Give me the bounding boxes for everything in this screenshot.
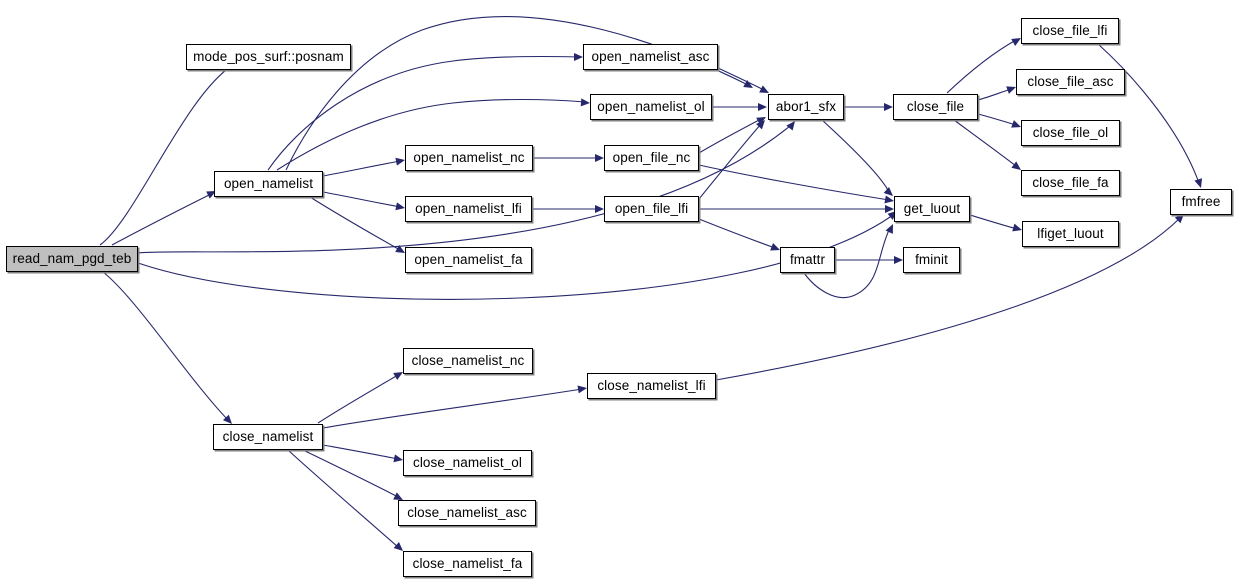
node-label: close_file: [906, 98, 965, 114]
node-label: open_namelist_fa: [414, 251, 523, 267]
edge-open_namelist-to-open_namelist_nc: [322, 157, 405, 177]
node-label: close_namelist_asc: [407, 504, 527, 520]
arrowhead: [885, 224, 893, 234]
node-label: close_namelist_lfi: [597, 377, 706, 393]
node-open_namelist_lfi[interactable]: open_namelist_lfi: [405, 196, 532, 222]
node-close_file_ol[interactable]: close_file_ol: [1021, 120, 1120, 146]
node-close_file[interactable]: close_file: [893, 94, 978, 120]
node-label: open_namelist_ol: [597, 98, 705, 114]
node-label: close_namelist_nc: [411, 352, 525, 368]
edge-fmattr-to-fminit: [835, 256, 903, 264]
node-label: fmattr: [789, 251, 826, 267]
node-close_namelist_nc[interactable]: close_namelist_nc: [403, 348, 533, 374]
edge-open_namelist_ol-to-abor1_sfx: [712, 103, 767, 111]
node-open_namelist_fa[interactable]: open_namelist_fa: [405, 247, 532, 273]
node-label: open_namelist_lfi: [415, 200, 522, 216]
edge-close_namelist-to-close_namelist_fa: [287, 449, 403, 551]
node-label: open_namelist_asc: [591, 48, 710, 64]
node-close_namelist[interactable]: close_namelist: [213, 424, 323, 450]
edge-abor1_sfx-to-close_file: [844, 103, 893, 111]
edge-open_namelist_lfi-to-open_file_lfi: [532, 205, 604, 213]
arrowhead: [743, 80, 753, 88]
node-label: fmfree: [1181, 193, 1221, 209]
arrowhead: [756, 120, 765, 130]
node-label: close_file_fa: [1032, 174, 1109, 190]
node-open_file_lfi[interactable]: open_file_lfi: [604, 196, 699, 222]
node-label: close_file_lfi: [1032, 22, 1108, 38]
node-fmattr[interactable]: fmattr: [780, 247, 835, 273]
arrowhead: [758, 103, 767, 111]
node-open_namelist_ol[interactable]: open_namelist_ol: [590, 94, 712, 120]
edge-close_file_lfi-to-fmfree: [1097, 43, 1203, 188]
node-label: get_luout: [903, 200, 961, 216]
edge-close_namelist-to-close_namelist_nc: [317, 372, 403, 424]
arrowhead: [595, 154, 604, 162]
arrowhead: [595, 205, 604, 213]
edge-open_file_nc-to-get_luout: [698, 164, 894, 204]
edge-read_nam_pgd_teb-to-close_namelist: [102, 271, 232, 424]
edge-read_nam_pgd_teb-to-open_namelist: [111, 191, 216, 246]
node-close_namelist_lfi[interactable]: close_namelist_lfi: [587, 373, 716, 399]
edge-open_file_lfi-to-fmattr: [698, 218, 780, 251]
node-abor1_sfx[interactable]: abor1_sfx: [768, 94, 844, 120]
node-close_namelist_fa[interactable]: close_namelist_fa: [403, 551, 532, 577]
node-close_file_lfi[interactable]: close_file_lfi: [1021, 18, 1119, 44]
node-close_file_fa[interactable]: close_file_fa: [1021, 170, 1120, 196]
arrowhead: [894, 256, 903, 264]
node-label: abor1_sfx: [775, 98, 837, 114]
arrowhead: [885, 205, 894, 213]
node-open_namelist_asc[interactable]: open_namelist_asc: [583, 44, 718, 70]
node-label: open_namelist_nc: [413, 149, 525, 165]
node-get_luout[interactable]: get_luout: [894, 196, 970, 222]
node-fmfree[interactable]: fmfree: [1170, 189, 1232, 215]
edge-open_namelist-to-open_namelist_fa: [309, 196, 405, 253]
node-label: open_file_nc: [612, 149, 691, 165]
arrowhead: [786, 121, 795, 131]
edge-open_namelist_asc-to-abor1_sfx: [717, 67, 769, 93]
node-label: open_namelist: [223, 175, 314, 191]
edge-open_file_lfi-to-abor1_sfx: [698, 120, 765, 200]
edge-open_namelist_nc-to-open_file_nc: [532, 154, 604, 162]
node-label: close_file_ol: [1032, 124, 1109, 140]
edge-open_namelist-to-open_namelist_lfi: [322, 191, 405, 211]
edge-read_nam_pgd_teb-to-mode_pos_surf_posnam: [99, 51, 238, 246]
arrowhead: [884, 103, 893, 111]
edge-close_namelist-to-close_namelist_lfi: [322, 385, 587, 429]
edge-abor1_sfx-to-get_luout: [821, 119, 893, 196]
node-open_namelist_nc[interactable]: open_namelist_nc: [405, 145, 533, 171]
node-lfiget_luout[interactable]: lfiget_luout: [1022, 221, 1119, 247]
node-label: open_file_lfi: [614, 200, 689, 216]
arrowhead: [1194, 178, 1203, 188]
edge-get_luout-to-lfiget_luout: [969, 214, 1022, 232]
node-open_file_nc[interactable]: open_file_nc: [604, 145, 699, 171]
edge-close_file-to-close_file_ol: [977, 113, 1021, 128]
node-mode_pos_surf_posnam[interactable]: mode_pos_surf::posnam: [186, 44, 351, 70]
node-label: close_namelist_fa: [412, 555, 523, 571]
edge-open_file_lfi-to-get_luout: [699, 205, 894, 213]
edge-close_namelist-to-close_namelist_ol: [322, 444, 403, 463]
node-open_namelist[interactable]: open_namelist: [214, 171, 323, 197]
edge-close_file-to-close_file_asc: [977, 86, 1016, 101]
node-label: fminit: [915, 251, 948, 267]
node-close_file_asc[interactable]: close_file_asc: [1016, 69, 1125, 95]
edge-close_file-to-close_file_lfi: [946, 38, 1021, 94]
node-label: read_nam_pgd_teb: [12, 250, 132, 266]
node-fminit[interactable]: fminit: [903, 247, 960, 273]
node-label: close_namelist_ol: [412, 454, 522, 470]
arrowhead: [756, 117, 766, 125]
arrowhead: [574, 53, 583, 61]
arrowhead: [580, 98, 590, 107]
node-label: close_file_asc: [1027, 73, 1114, 89]
node-label: lfiget_luout: [1037, 225, 1104, 241]
edge-close_namelist-to-close_namelist_asc: [302, 449, 403, 500]
node-close_namelist_ol[interactable]: close_namelist_ol: [403, 450, 532, 476]
node-label: close_namelist: [222, 428, 314, 444]
node-label: mode_pos_surf::posnam: [193, 48, 344, 64]
node-close_namelist_asc[interactable]: close_namelist_asc: [398, 500, 536, 526]
edge-close_file-to-close_file_fa: [953, 119, 1021, 170]
node-read_nam_pgd_teb[interactable]: read_nam_pgd_teb: [6, 246, 138, 272]
